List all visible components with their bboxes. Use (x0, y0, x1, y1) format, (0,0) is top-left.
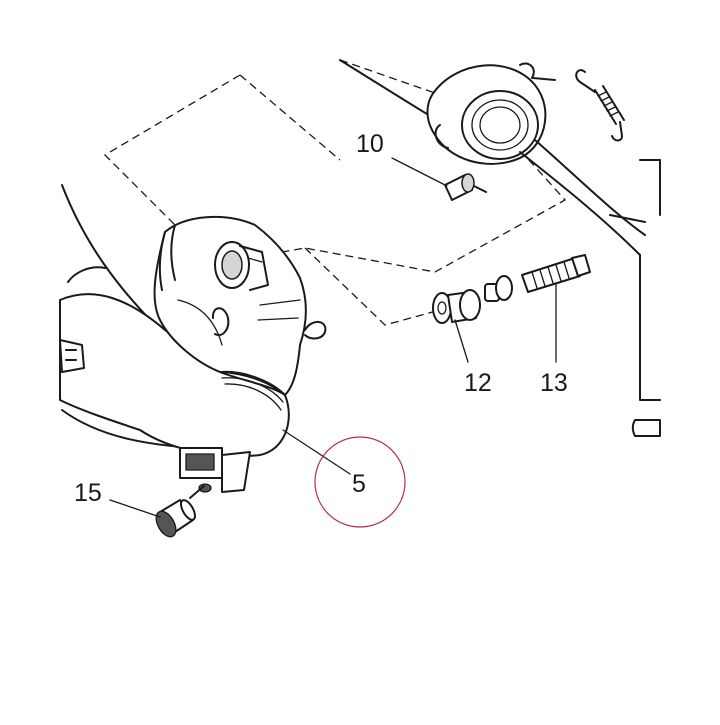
part-10-plug (391, 157, 487, 201)
callout-5: 5 (352, 470, 366, 498)
callout-13: 13 (540, 369, 568, 397)
exhaust-pipe (59, 184, 327, 493)
part-12-grommet (432, 275, 513, 363)
part-15-rubber-foot (109, 485, 205, 538)
highlight-circle (314, 436, 406, 528)
callout-15: 15 (74, 479, 102, 507)
spring (575, 69, 625, 142)
callout-10: 10 (356, 130, 384, 158)
muffler-clamp (339, 59, 661, 437)
leader-5 (282, 429, 351, 475)
callout-12: 12 (464, 369, 492, 397)
part-13-bolt (521, 254, 591, 363)
assembly-boundary (103, 59, 567, 326)
